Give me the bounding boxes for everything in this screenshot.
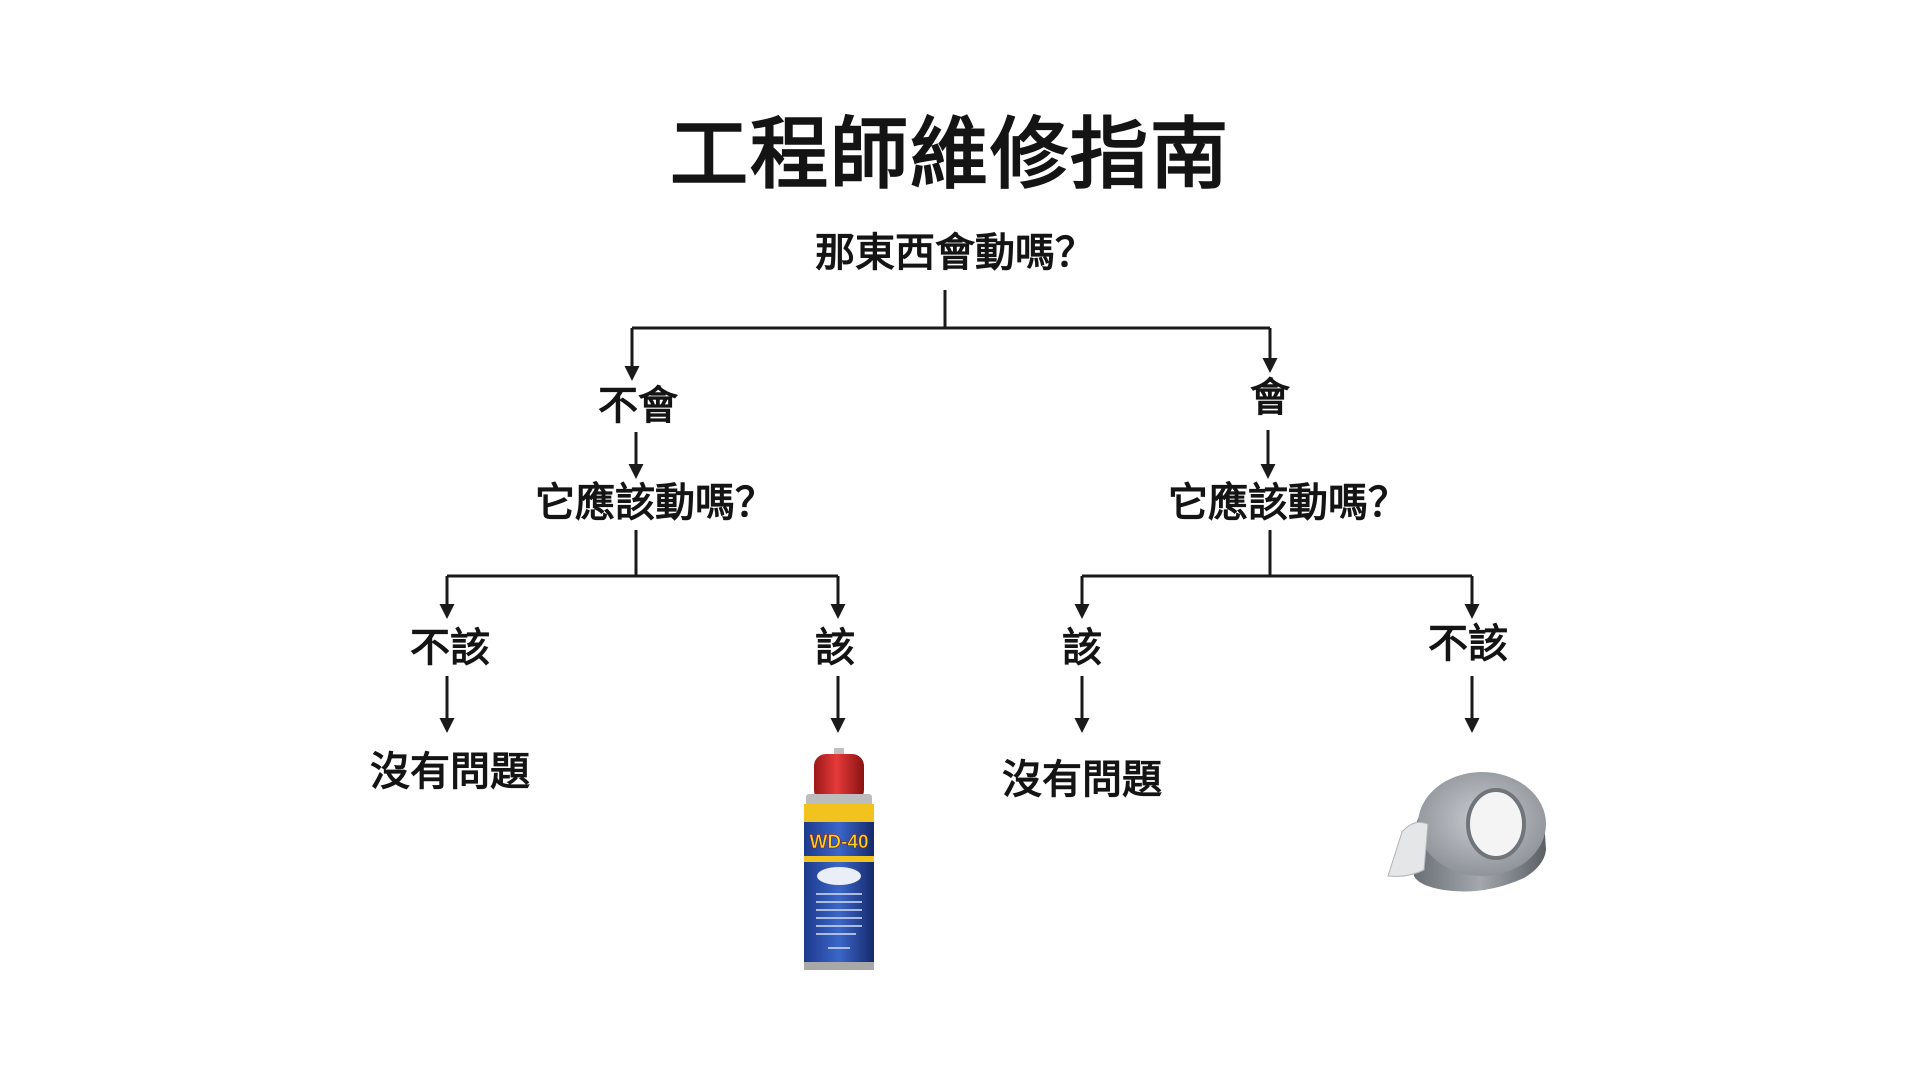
root-question: 那東西會動嗎？ [815,230,1095,276]
right-left-result: 沒有問題 [1002,757,1162,803]
left-left-answer: 不該 [410,625,490,671]
right-right-answer: 不該 [1428,621,1508,667]
left-left-result: 沒有問題 [370,749,530,795]
wd40-brand-text: WD-40 [809,832,868,853]
left-right-answer: 該 [815,625,855,671]
left-branch-answer: 不會 [598,383,678,429]
diagram-title: 工程師維修指南 [669,110,1231,200]
right-branch-question: 它應該動嗎？ [1168,480,1408,526]
left-branch-question: 它應該動嗎？ [535,480,775,526]
wd40-spray-can-image: WD-40 [804,748,874,970]
right-branch-answer: 會 [1250,375,1290,421]
right-left-answer: 該 [1062,625,1102,671]
duct-tape-roll-image [1387,772,1546,892]
